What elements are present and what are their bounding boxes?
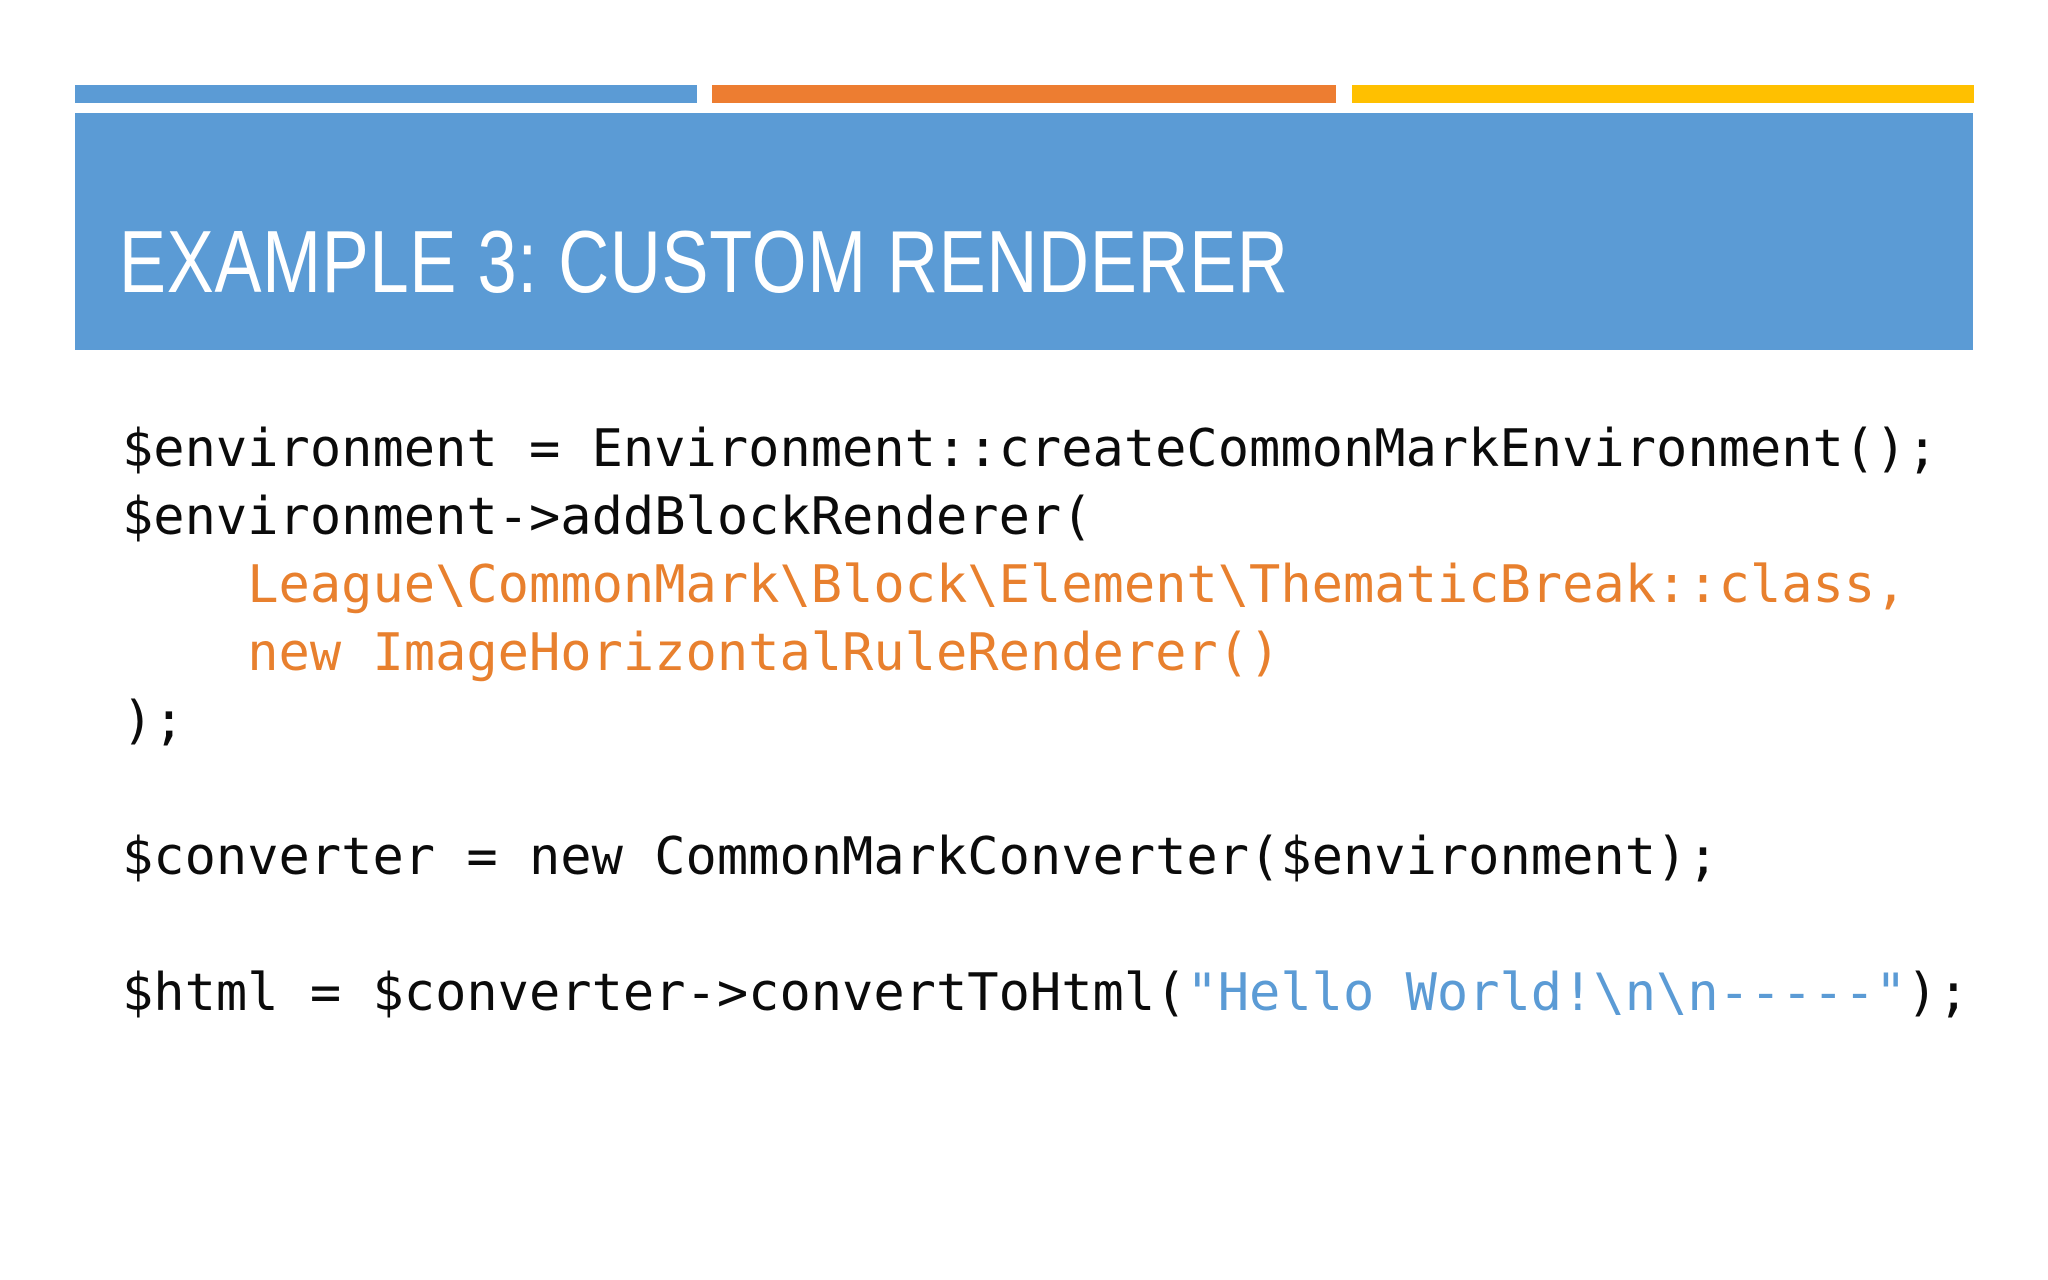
code-segment: "Hello World!\n\n-----" (1186, 963, 1907, 1023)
code-line (122, 755, 1969, 823)
code-line: $converter = new CommonMarkConverter($en… (122, 823, 1969, 891)
code-segment: ); (122, 691, 185, 751)
accent-bar-orange (712, 85, 1336, 103)
slide-title: EXAMPLE 3: CUSTOM RENDERER (119, 212, 1289, 311)
code-segment: $environment = Environment::createCommon… (122, 419, 1938, 479)
code-segment: $html = $converter->convertToHtml( (122, 963, 1187, 1023)
code-segment: $converter = new CommonMarkConverter($en… (122, 827, 1719, 887)
accent-bar-yellow (1352, 85, 1974, 103)
code-line: $environment = Environment::createCommon… (122, 415, 1969, 483)
code-segment: League\CommonMark\Block\Element\Thematic… (122, 555, 1907, 615)
code-segment: ); (1906, 963, 1970, 1023)
accent-bar-blue (75, 85, 697, 103)
code-line (122, 891, 1969, 959)
code-line: ); (122, 687, 1969, 755)
code-block: $environment = Environment::createCommon… (122, 415, 1969, 1027)
code-segment: $environment->addBlockRenderer( (122, 487, 1093, 547)
title-banner: EXAMPLE 3: CUSTOM RENDERER (75, 113, 1973, 350)
code-line: $environment->addBlockRenderer( (122, 483, 1969, 551)
code-line: $html = $converter->convertToHtml("Hello… (122, 959, 1969, 1027)
code-line: new ImageHorizontalRuleRenderer() (122, 619, 1969, 687)
code-segment: new ImageHorizontalRuleRenderer() (122, 623, 1281, 683)
code-line: League\CommonMark\Block\Element\Thematic… (122, 551, 1969, 619)
